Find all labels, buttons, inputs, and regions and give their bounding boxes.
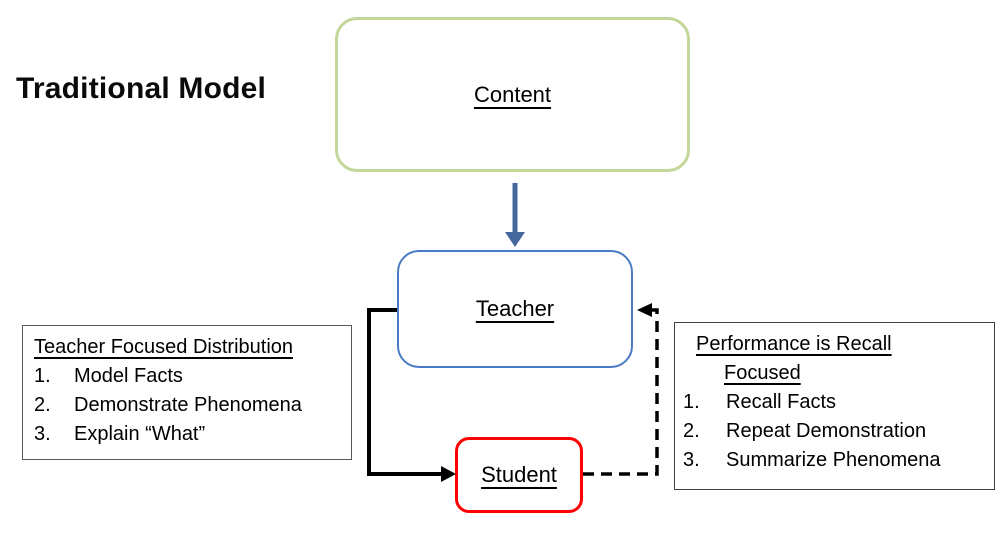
list-item: 3. Summarize Phenomena (683, 446, 988, 475)
teacher-node-label: Teacher (475, 296, 555, 321)
teacher-distribution-title: Teacher Focused Distribution (34, 336, 294, 358)
teacher-node: Teacher (397, 250, 633, 368)
list-item-number: 1. (34, 365, 51, 387)
list-item-text: Repeat Demonstration (726, 420, 927, 442)
arrow-down-icon (505, 232, 525, 247)
list-item: 1. Recall Facts (683, 388, 988, 417)
list-item-number: 2. (683, 420, 700, 442)
list-item-text: Explain “What” (74, 423, 206, 445)
content-node-label: Content (473, 81, 552, 107)
list-item-number: 1. (683, 391, 700, 413)
list-item: 2. Repeat Demonstration (683, 417, 988, 446)
arrow-right-icon (441, 466, 456, 482)
list-item-number: 3. (683, 449, 700, 471)
list-item: 1. Model Facts (34, 362, 343, 391)
list-item-number: 3. (34, 423, 51, 445)
performance-recall-title-line2-wrap: Focused (683, 359, 988, 388)
list-item-number: 2. (34, 394, 51, 416)
performance-recall-title-line1-wrap: Performance is Recall (683, 330, 988, 359)
teacher-distribution-box: Teacher Focused Distribution 1. Model Fa… (22, 325, 352, 460)
list-item: 3. Explain “What” (34, 420, 343, 449)
performance-recall-title-line2: Focused (724, 362, 801, 384)
student-node-label: Student (481, 462, 557, 487)
performance-recall-box: Performance is Recall Focused 1. Recall … (674, 322, 995, 490)
content-node: Content (335, 17, 690, 172)
list-item-text: Summarize Phenomena (726, 449, 941, 471)
performance-recall-title-line1: Performance is Recall (696, 333, 892, 355)
arrow-left-icon (637, 303, 652, 317)
content-to-teacher-arrow (505, 183, 525, 247)
list-item: 2. Demonstrate Phenomena (34, 391, 343, 420)
list-item-text: Demonstrate Phenomena (74, 394, 302, 416)
student-node: Student (455, 437, 583, 513)
list-item-text: Model Facts (74, 365, 183, 387)
diagram-title: Traditional Model (16, 72, 267, 105)
list-item-text: Recall Facts (726, 391, 837, 413)
